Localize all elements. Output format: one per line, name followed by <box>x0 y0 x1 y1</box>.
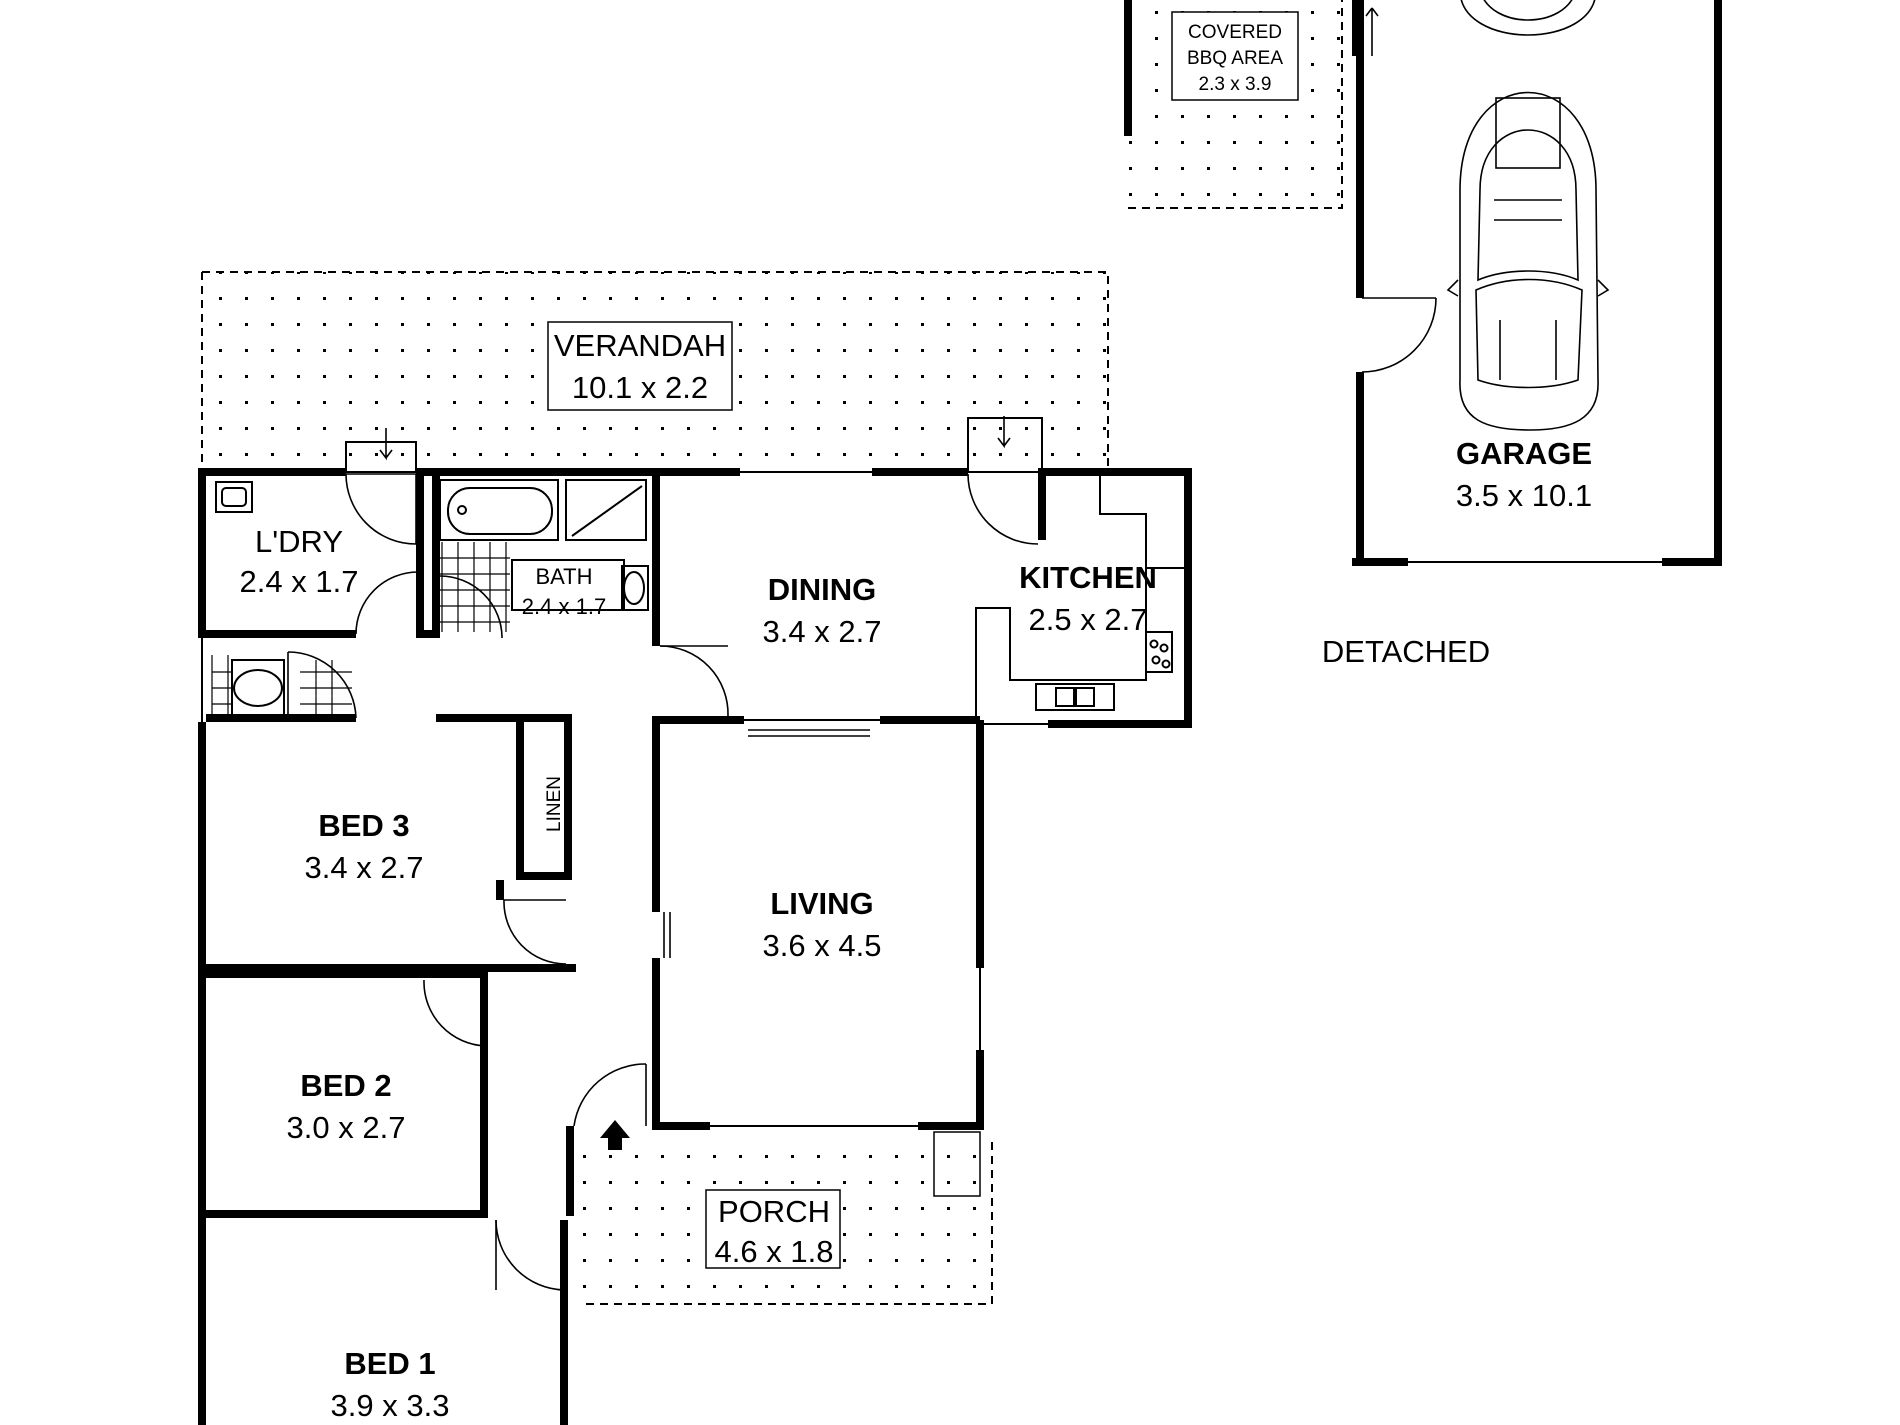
bed3-name: BED 3 <box>318 808 409 843</box>
bed1-dims: 3.9 x 3.3 <box>331 1388 450 1423</box>
bed2-name: BED 2 <box>300 1068 391 1103</box>
laundry-dims: 2.4 x 1.7 <box>240 564 359 599</box>
house-walls <box>198 468 1192 1425</box>
detached-note: DETACHED <box>1322 634 1490 669</box>
bed1-name: BED 1 <box>344 1346 435 1381</box>
car-icon <box>1460 0 1596 36</box>
porch-dims: 4.6 x 1.8 <box>715 1234 834 1269</box>
bath-floor-tiles <box>211 542 510 720</box>
porch-name: PORCH <box>718 1194 830 1229</box>
garage-name: GARAGE <box>1456 436 1592 471</box>
doors <box>287 417 1043 1291</box>
garage-walls <box>1124 0 1722 566</box>
laundry-name: L'DRY <box>255 524 343 559</box>
dining-name: DINING <box>768 572 877 607</box>
bath-name: BATH <box>535 564 592 589</box>
bed2-dims: 3.0 x 2.7 <box>287 1110 406 1145</box>
bbq-area <box>1128 0 1343 209</box>
verandah-dims: 10.1 x 2.2 <box>572 370 708 405</box>
living-name: LIVING <box>770 886 873 921</box>
linen-name: LINEN <box>544 776 565 832</box>
living-dims: 3.6 x 4.5 <box>763 928 882 963</box>
kitchen-name: KITCHEN <box>1019 560 1157 595</box>
bbq-dims: 2.3 x 3.9 <box>1199 74 1272 95</box>
verandah-name: VERANDAH <box>554 328 726 363</box>
bed3-dims: 3.4 x 2.7 <box>305 850 424 885</box>
dining-dims: 3.4 x 2.7 <box>763 614 882 649</box>
car-icon <box>1446 91 1610 431</box>
verandah-area <box>201 271 1109 472</box>
kitchen-benches <box>975 476 1184 716</box>
kitchen-dims: 2.5 x 2.7 <box>1029 602 1148 637</box>
bath-dims: 2.4 x 1.7 <box>522 594 606 619</box>
bbq-name-line1: COVERED <box>1188 22 1282 43</box>
toilet-fixture <box>231 659 285 717</box>
bath-fixtures <box>439 479 649 611</box>
room-labels: VERANDAH 10.1 x 2.2 L'DRY 2.4 x 1.7 BATH… <box>240 22 1593 1423</box>
porch-area <box>582 1142 993 1305</box>
garage-dims: 3.5 x 10.1 <box>1456 478 1592 513</box>
laundry-fixtures <box>215 481 253 513</box>
entry-arrows <box>379 416 1011 1150</box>
bbq-name-line2: BBQ AREA <box>1187 48 1283 69</box>
